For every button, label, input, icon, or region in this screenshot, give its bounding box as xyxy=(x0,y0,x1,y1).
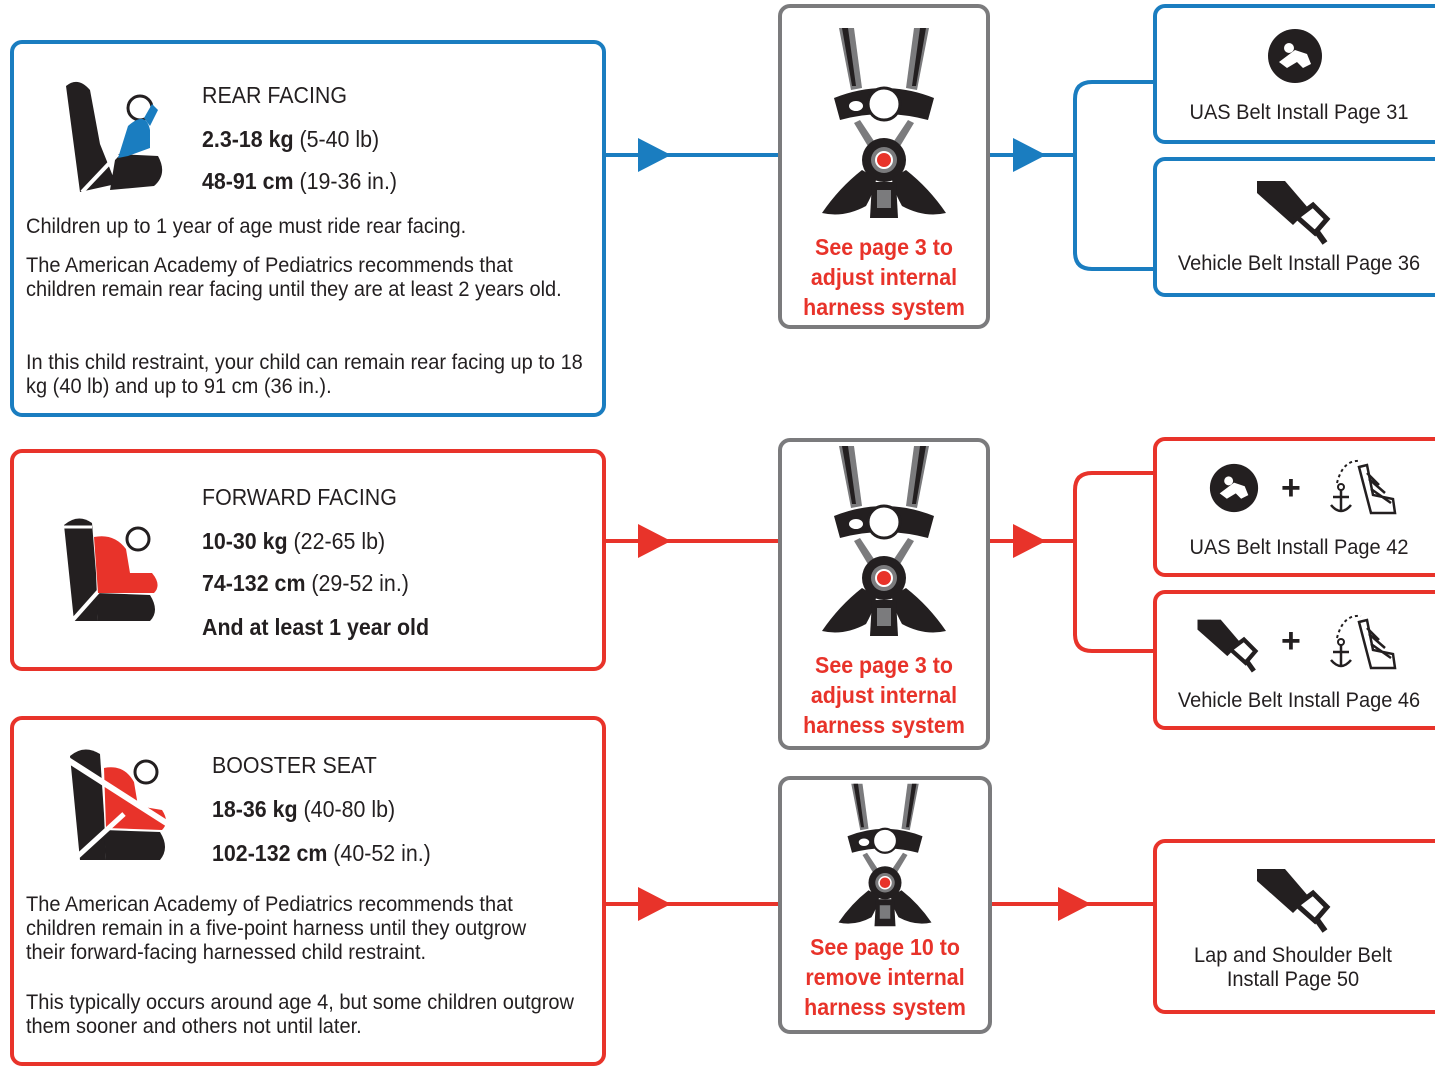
forward-height: 74-132 cm (29-52 in.) xyxy=(202,570,409,596)
install-label: UAS Belt Install Page 31 xyxy=(1189,100,1409,124)
booster-paragraph-2: This typically occurs around age 4, but … xyxy=(26,990,574,1038)
rear-paragraph-1: Children up to 1 year of age must ride r… xyxy=(26,214,467,238)
rear-paragraph-2: The American Academy of Pediatrics recom… xyxy=(26,253,562,301)
plus-icon: + xyxy=(1281,469,1301,507)
booster-paragraph-1: The American Academy of Pediatrics recom… xyxy=(26,892,527,964)
install-uas-31[interactable]: UAS Belt Install Page 31 xyxy=(1153,4,1435,144)
rear-height: 48-91 cm (19-36 in.) xyxy=(202,168,398,194)
seat-belt-icon xyxy=(1257,181,1331,245)
forward-weight: 10-30 kg (22-65 lb) xyxy=(202,528,386,554)
rear-facing-title: REAR FACING xyxy=(202,82,348,108)
install-vehicle-36[interactable]: Vehicle Belt Install Page 36 xyxy=(1153,157,1435,297)
forward-facing-card: FORWARD FACING 10-30 kg (22-65 lb) 74-13… xyxy=(10,449,606,671)
install-vehicle-46[interactable]: + Vehicle Belt Install Page 46 xyxy=(1153,590,1435,730)
uas-connector-icon xyxy=(1268,29,1322,83)
install-label: Vehicle Belt Install Page 46 xyxy=(1177,688,1421,712)
rear-facing-seat-icon xyxy=(66,81,163,194)
tether-anchor-icon xyxy=(1330,614,1397,670)
booster-height: 102-132 cm (40-52 in.) xyxy=(212,840,431,866)
forward-facing-title: FORWARD FACING xyxy=(202,484,397,510)
harness-icon xyxy=(837,782,933,928)
booster-seat-title: BOOSTER SEAT xyxy=(212,752,377,778)
booster-weight: 18-36 kg (40-80 lb) xyxy=(212,796,396,822)
booster-seat-card: BOOSTER SEAT 18-36 kg (40-80 lb) 102-132… xyxy=(10,716,606,1066)
install-label: Vehicle Belt Install Page 36 xyxy=(1177,251,1421,275)
harness-icon xyxy=(820,26,948,220)
rear-weight: 2.3-18 kg (5-40 lb) xyxy=(202,126,380,152)
forward-age: And at least 1 year old xyxy=(202,614,430,640)
install-label: UAS Belt Install Page 42 xyxy=(1189,535,1409,559)
rear-paragraph-3: In this child restraint, your child can … xyxy=(26,350,583,398)
forward-facing-seat-icon xyxy=(64,518,158,623)
tether-anchor-icon xyxy=(1330,459,1397,515)
harness-icon xyxy=(820,444,948,638)
booster-seat-icon xyxy=(66,749,170,860)
rear-facing-card: REAR FACING 2.3-18 kg (5-40 lb) 48-91 cm… xyxy=(10,40,606,417)
seat-belt-icon xyxy=(1197,619,1259,673)
plus-icon: + xyxy=(1281,622,1301,660)
uas-connector-icon xyxy=(1209,463,1259,513)
seat-belt-icon xyxy=(1257,869,1331,933)
install-uas-42[interactable]: + UAS Belt Install Page 42 xyxy=(1153,437,1435,577)
